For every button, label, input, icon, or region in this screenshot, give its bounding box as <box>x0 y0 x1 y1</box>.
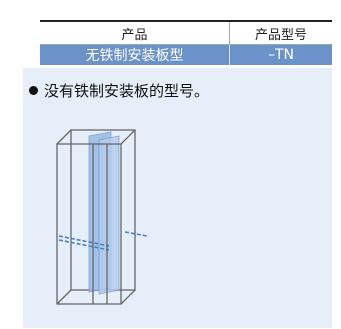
model-code-cell: –TN <box>267 47 295 63</box>
table-header: 产品 产品型号 <box>40 20 332 45</box>
description-panel: 没有铁制安装板的型号。 <box>23 68 332 328</box>
product-name-cell: 无铁制安装板型 <box>40 45 230 65</box>
table-row: 无铁制安装板型 –TN <box>40 45 332 65</box>
bullet-icon <box>29 86 38 95</box>
cabinet-wireframe-icon <box>56 129 148 305</box>
description-line: 没有铁制安装板的型号。 <box>29 80 209 101</box>
description-text: 没有铁制安装板的型号。 <box>44 82 210 100</box>
header-product: 产品 <box>40 22 230 44</box>
header-model: 产品型号 <box>254 27 307 43</box>
